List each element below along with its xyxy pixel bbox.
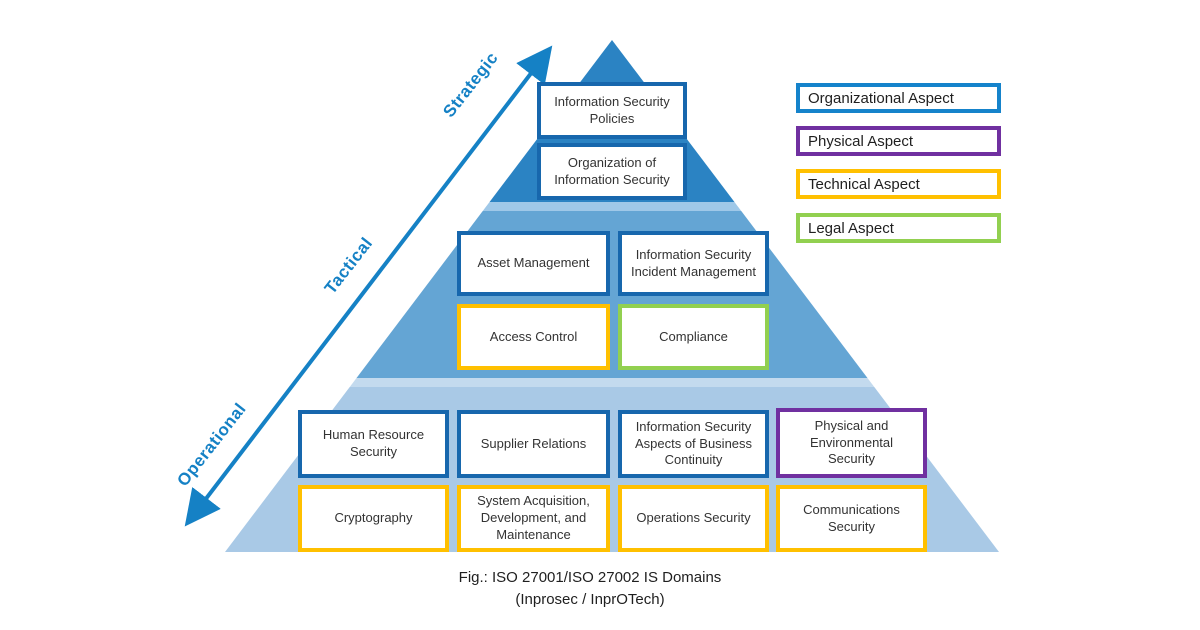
pyramid-box-physical-and-environmental-security: Physical and Environmental Security [776, 408, 927, 478]
pyramid-box-cryptography: Cryptography [298, 485, 449, 552]
box-label: Access Control [489, 328, 578, 344]
box-label: Operations Security [636, 510, 751, 526]
box-label: Communications Security [803, 501, 900, 534]
pyramid-box-asset-management: Asset Management [457, 231, 610, 296]
figure-caption: Fig.: ISO 27001/ISO 27002 IS Domains (In… [330, 567, 850, 611]
pyramid-box-system-acquisition-development-and-maintenance: System Acquisition, Development, and Mai… [457, 485, 610, 552]
box-label: Supplier Relations [480, 435, 587, 451]
pyramid-box-communications-security: Communications Security [776, 485, 927, 552]
pyramid-box-compliance: Compliance [618, 304, 769, 370]
legend-item-technical-aspect: Technical Aspect [796, 169, 1001, 199]
legend-label: Legal Aspect [808, 219, 894, 237]
legend-label: Technical Aspect [808, 175, 920, 193]
box-label: Human Resource Security [322, 427, 425, 459]
box-label: Asset Management [477, 255, 590, 271]
pyramid-box-information-security-aspects-of-business-continuity: Information Security Aspects of Business… [618, 410, 769, 478]
legend-label: Physical Aspect [808, 132, 914, 150]
axis-label-operational: Operational [173, 399, 250, 490]
figure-caption-line1: Fig.: ISO 27001/ISO 27002 IS Domains [458, 569, 722, 586]
legend-item-organizational-aspect: Organizational Aspect [796, 83, 1001, 113]
box-label: System Acquisition, Development, and Mai… [477, 493, 590, 542]
axis-label-strategic: Strategic [439, 48, 502, 121]
box-label: Physical and Environmental Security [809, 417, 894, 467]
box-label: Information Security Aspects of Business… [634, 418, 753, 468]
pyramid-box-access-control: Access Control [457, 304, 610, 370]
legend-item-physical-aspect: Physical Aspect [796, 126, 1001, 156]
pyramid-box-information-security-incident-management: Information Security Incident Management [618, 231, 769, 296]
pyramid-box-human-resource-security: Human Resource Security [298, 410, 449, 478]
box-label: Organization of Information Security [554, 154, 670, 187]
pyramid-box-information-security-policies: Information Security Policies [537, 82, 687, 139]
pyramid-box-operations-security: Operations Security [618, 485, 769, 552]
box-label: Cryptography [334, 510, 413, 526]
legend-item-legal-aspect: Legal Aspect [796, 213, 1001, 243]
box-label: Information Security Incident Management [630, 246, 757, 279]
pyramid-box-organization-of-information-security: Organization of Information Security [537, 143, 687, 200]
pyramid-box-supplier-relations: Supplier Relations [457, 410, 610, 478]
figure-caption-line2: (Inprosec / InprOTech) [515, 590, 665, 608]
axis-label-tactical: Tactical [320, 233, 377, 298]
box-label: Compliance [659, 328, 728, 344]
legend-label: Organizational Aspect [808, 89, 954, 107]
box-label: Information Security Policies [554, 93, 670, 126]
